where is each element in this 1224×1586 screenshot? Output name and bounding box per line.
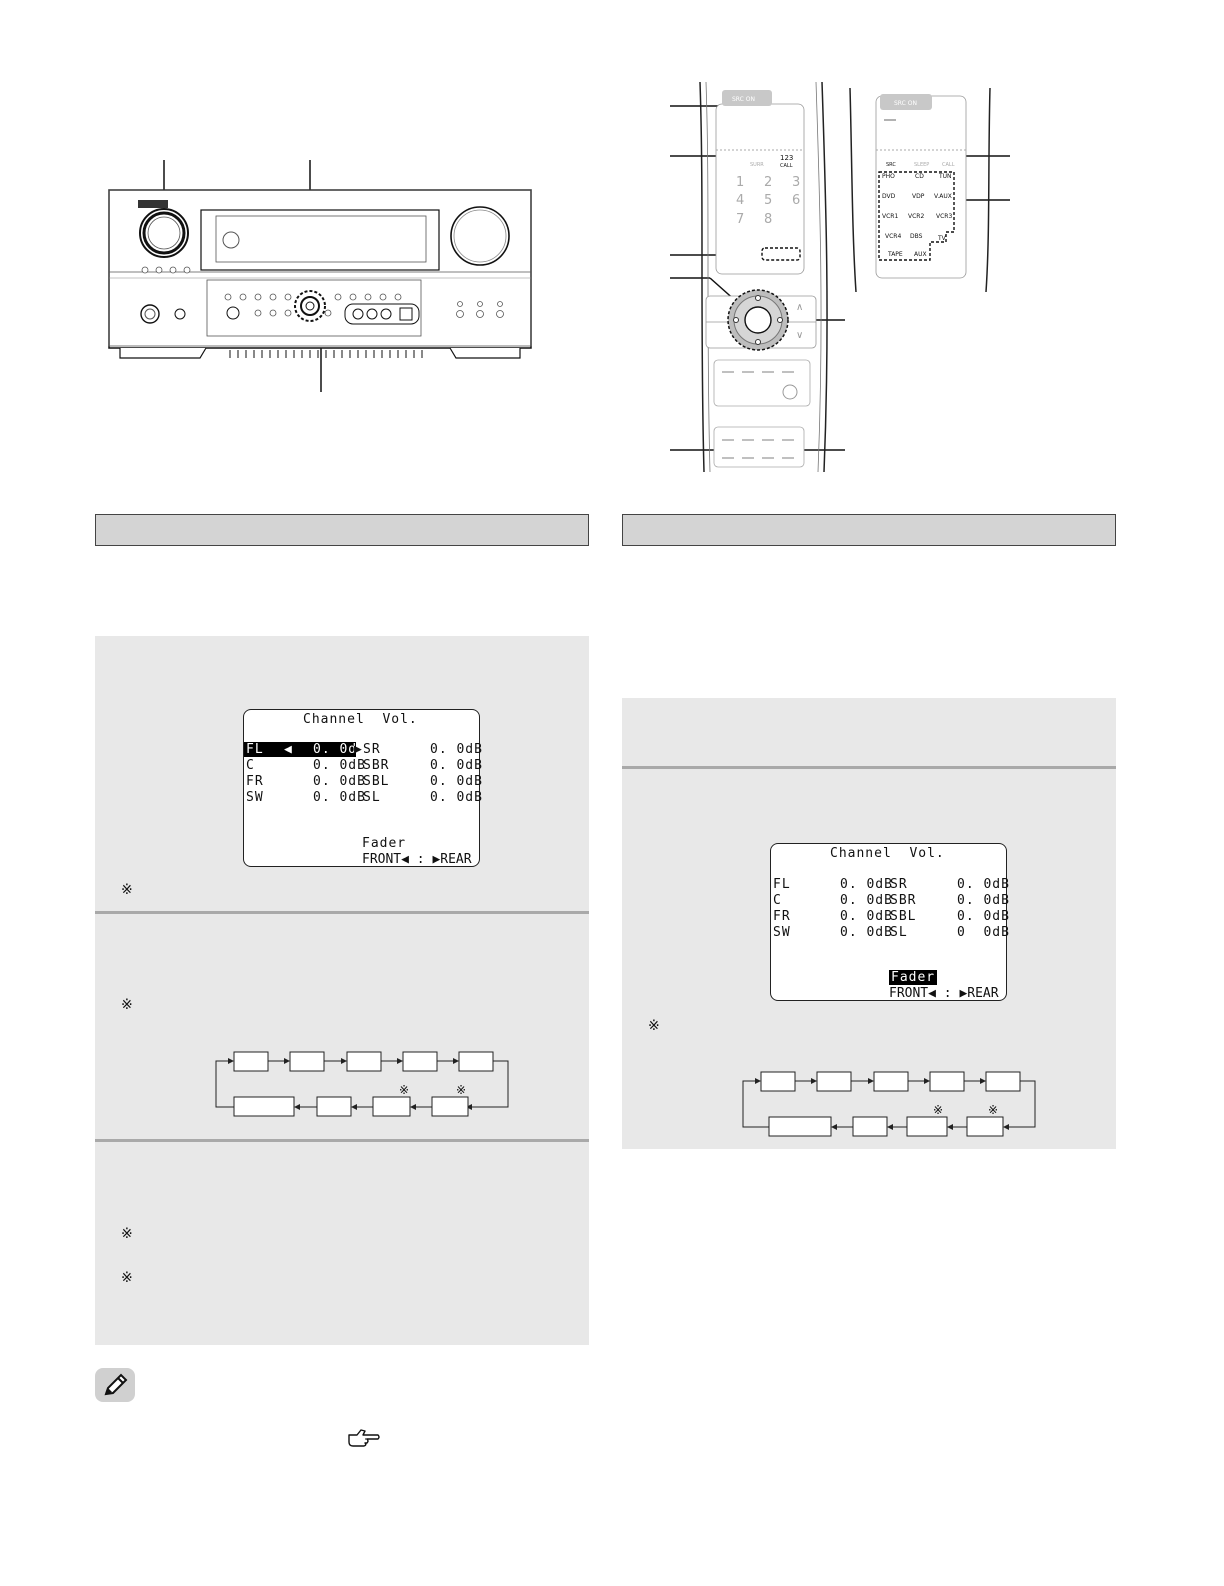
svg-text:DBS: DBS xyxy=(910,233,923,240)
osd-val-sbl: 0. 0dB xyxy=(957,909,1010,924)
flow-note-mark-right-b: ※ xyxy=(988,1103,999,1117)
osd-row-fl-selected[interactable] xyxy=(244,742,356,757)
svg-text:VCR1: VCR1 xyxy=(882,213,898,220)
osd-fader-label: Fader xyxy=(362,836,407,851)
flow-note-mark-left-a: ※ xyxy=(399,1083,410,1097)
osd-ch-sbr: SBR xyxy=(363,758,390,773)
osd-fader-value: FRONT◀ : ▶REAR xyxy=(362,852,472,867)
receiver-illustration xyxy=(100,150,540,400)
osd-ch-c: C xyxy=(246,758,255,773)
note-mark-left-3: ※ xyxy=(121,1226,133,1242)
left-step-separator-1 xyxy=(95,911,589,914)
osd-fader-label-selected[interactable]: Fader xyxy=(889,970,938,985)
osd-val-sw: 0. 0dB xyxy=(313,790,366,805)
osd-ch-sbl: SBL xyxy=(890,909,917,924)
svg-text:DVD: DVD xyxy=(882,193,896,200)
osd-val-sbr: 0. 0dB xyxy=(430,758,483,773)
note-mark-right-1: ※ xyxy=(648,1018,660,1034)
svg-text:PHO: PHO xyxy=(882,173,895,180)
osd-val-sbl: 0. 0dB xyxy=(430,774,483,789)
osd-val-sl: 0 0dB xyxy=(957,925,1010,940)
svg-text:∧: ∧ xyxy=(796,302,803,313)
right-step-box-1 xyxy=(622,698,1116,766)
osd-ch-c: C xyxy=(773,893,782,908)
svg-text:6: 6 xyxy=(792,193,800,208)
osd-ch-fr: FR xyxy=(773,909,791,924)
left-section-header-bar xyxy=(95,514,589,546)
svg-text:V.AUX: V.AUX xyxy=(934,193,952,200)
pencil-icon xyxy=(95,1368,135,1402)
osd-val-fr: 0. 0dB xyxy=(840,909,893,924)
svg-text:VDP: VDP xyxy=(912,193,925,200)
left-step-separator-2 xyxy=(95,1139,589,1142)
pointing-hand-icon xyxy=(347,1427,381,1449)
osd-title: Channel Vol. xyxy=(830,846,945,861)
note-mark-left-1: ※ xyxy=(121,882,133,898)
svg-text:TAPE: TAPE xyxy=(887,251,903,258)
svg-text:5: 5 xyxy=(764,193,772,208)
note-mark-left-2: ※ xyxy=(121,997,133,1013)
osd-val-sr: 0. 0dB xyxy=(430,742,483,757)
osd-ch-sw: SW xyxy=(246,790,264,805)
osd-val-fl: 0. 0dB xyxy=(313,742,366,757)
right-section-header-bar xyxy=(622,514,1116,546)
channel-order-flow-right: ※ ※ xyxy=(737,1068,1042,1140)
left-step-box-3 xyxy=(95,1142,589,1345)
flow-note-mark-left-b: ※ xyxy=(456,1083,467,1097)
svg-text:1: 1 xyxy=(736,175,744,190)
osd-ch-sl: SL xyxy=(890,925,908,940)
osd-val-c: 0. 0dB xyxy=(313,758,366,773)
osd-val-sr: 0. 0dB xyxy=(957,877,1010,892)
svg-text:SURR: SURR xyxy=(750,162,764,168)
flow-note-mark-right-a: ※ xyxy=(933,1103,944,1117)
svg-text:TV: TV xyxy=(937,235,947,242)
svg-text:SRC: SRC xyxy=(886,162,896,168)
svg-text:VCR2: VCR2 xyxy=(908,213,924,220)
left-arrow-icon: ◀ xyxy=(284,742,293,757)
svg-text:CD: CD xyxy=(915,173,924,180)
osd-ch-sbl: SBL xyxy=(363,774,390,789)
svg-text:SLEEP: SLEEP xyxy=(914,162,929,168)
svg-text:3: 3 xyxy=(792,175,800,190)
svg-text:CALL: CALL xyxy=(780,163,793,169)
osd-val-fl: 0. 0dB xyxy=(840,877,893,892)
svg-text:2: 2 xyxy=(764,175,772,190)
osd-ch-sw: SW xyxy=(773,925,791,940)
osd-ch-fl: FL xyxy=(246,742,264,757)
channel-order-flow-left: ※ ※ xyxy=(210,1048,515,1120)
osd-ch-sl: SL xyxy=(363,790,381,805)
osd-ch-sr: SR xyxy=(890,877,908,892)
osd-ch-sr: SR xyxy=(363,742,381,757)
svg-text:∨: ∨ xyxy=(796,330,803,341)
osd-title: Channel Vol. xyxy=(303,712,418,727)
osd-val-fr: 0. 0dB xyxy=(313,774,366,789)
osd-val-sw: 0. 0dB xyxy=(840,925,893,940)
osd-ch-fr: FR xyxy=(246,774,264,789)
osd-val-sbr: 0. 0dB xyxy=(957,893,1010,908)
svg-text:VCR3: VCR3 xyxy=(936,213,952,220)
channel-volume-osd-left: Channel Vol. FL ◀ 0. 0dB ▶ SR 0. 0dB C 0… xyxy=(243,709,483,867)
svg-text:8: 8 xyxy=(764,212,772,227)
osd-val-sl: 0. 0dB xyxy=(430,790,483,805)
svg-text:123: 123 xyxy=(780,154,793,162)
osd-fader-value: FRONT◀ : ▶REAR xyxy=(889,986,999,1001)
svg-text:TUN: TUN xyxy=(938,173,952,180)
right-arrow-icon: ▶ xyxy=(354,742,363,757)
svg-text:AUX: AUX xyxy=(914,251,927,258)
svg-text:4: 4 xyxy=(736,193,744,208)
channel-volume-osd-right: Channel Vol. FL 0. 0dB SR 0. 0dB C 0. 0d… xyxy=(770,843,1010,1001)
osd-val-c: 0. 0dB xyxy=(840,893,893,908)
src-on-label-left: SRC ON xyxy=(732,96,755,103)
osd-ch-fl: FL xyxy=(773,877,791,892)
svg-text:VCR4: VCR4 xyxy=(885,233,901,240)
note-mark-left-4: ※ xyxy=(121,1270,133,1286)
svg-text:CALL: CALL xyxy=(942,162,955,168)
osd-ch-sbr: SBR xyxy=(890,893,917,908)
svg-text:SRC ON: SRC ON xyxy=(894,100,917,107)
svg-text:7: 7 xyxy=(736,212,744,227)
right-step-separator-1 xyxy=(622,766,1116,769)
